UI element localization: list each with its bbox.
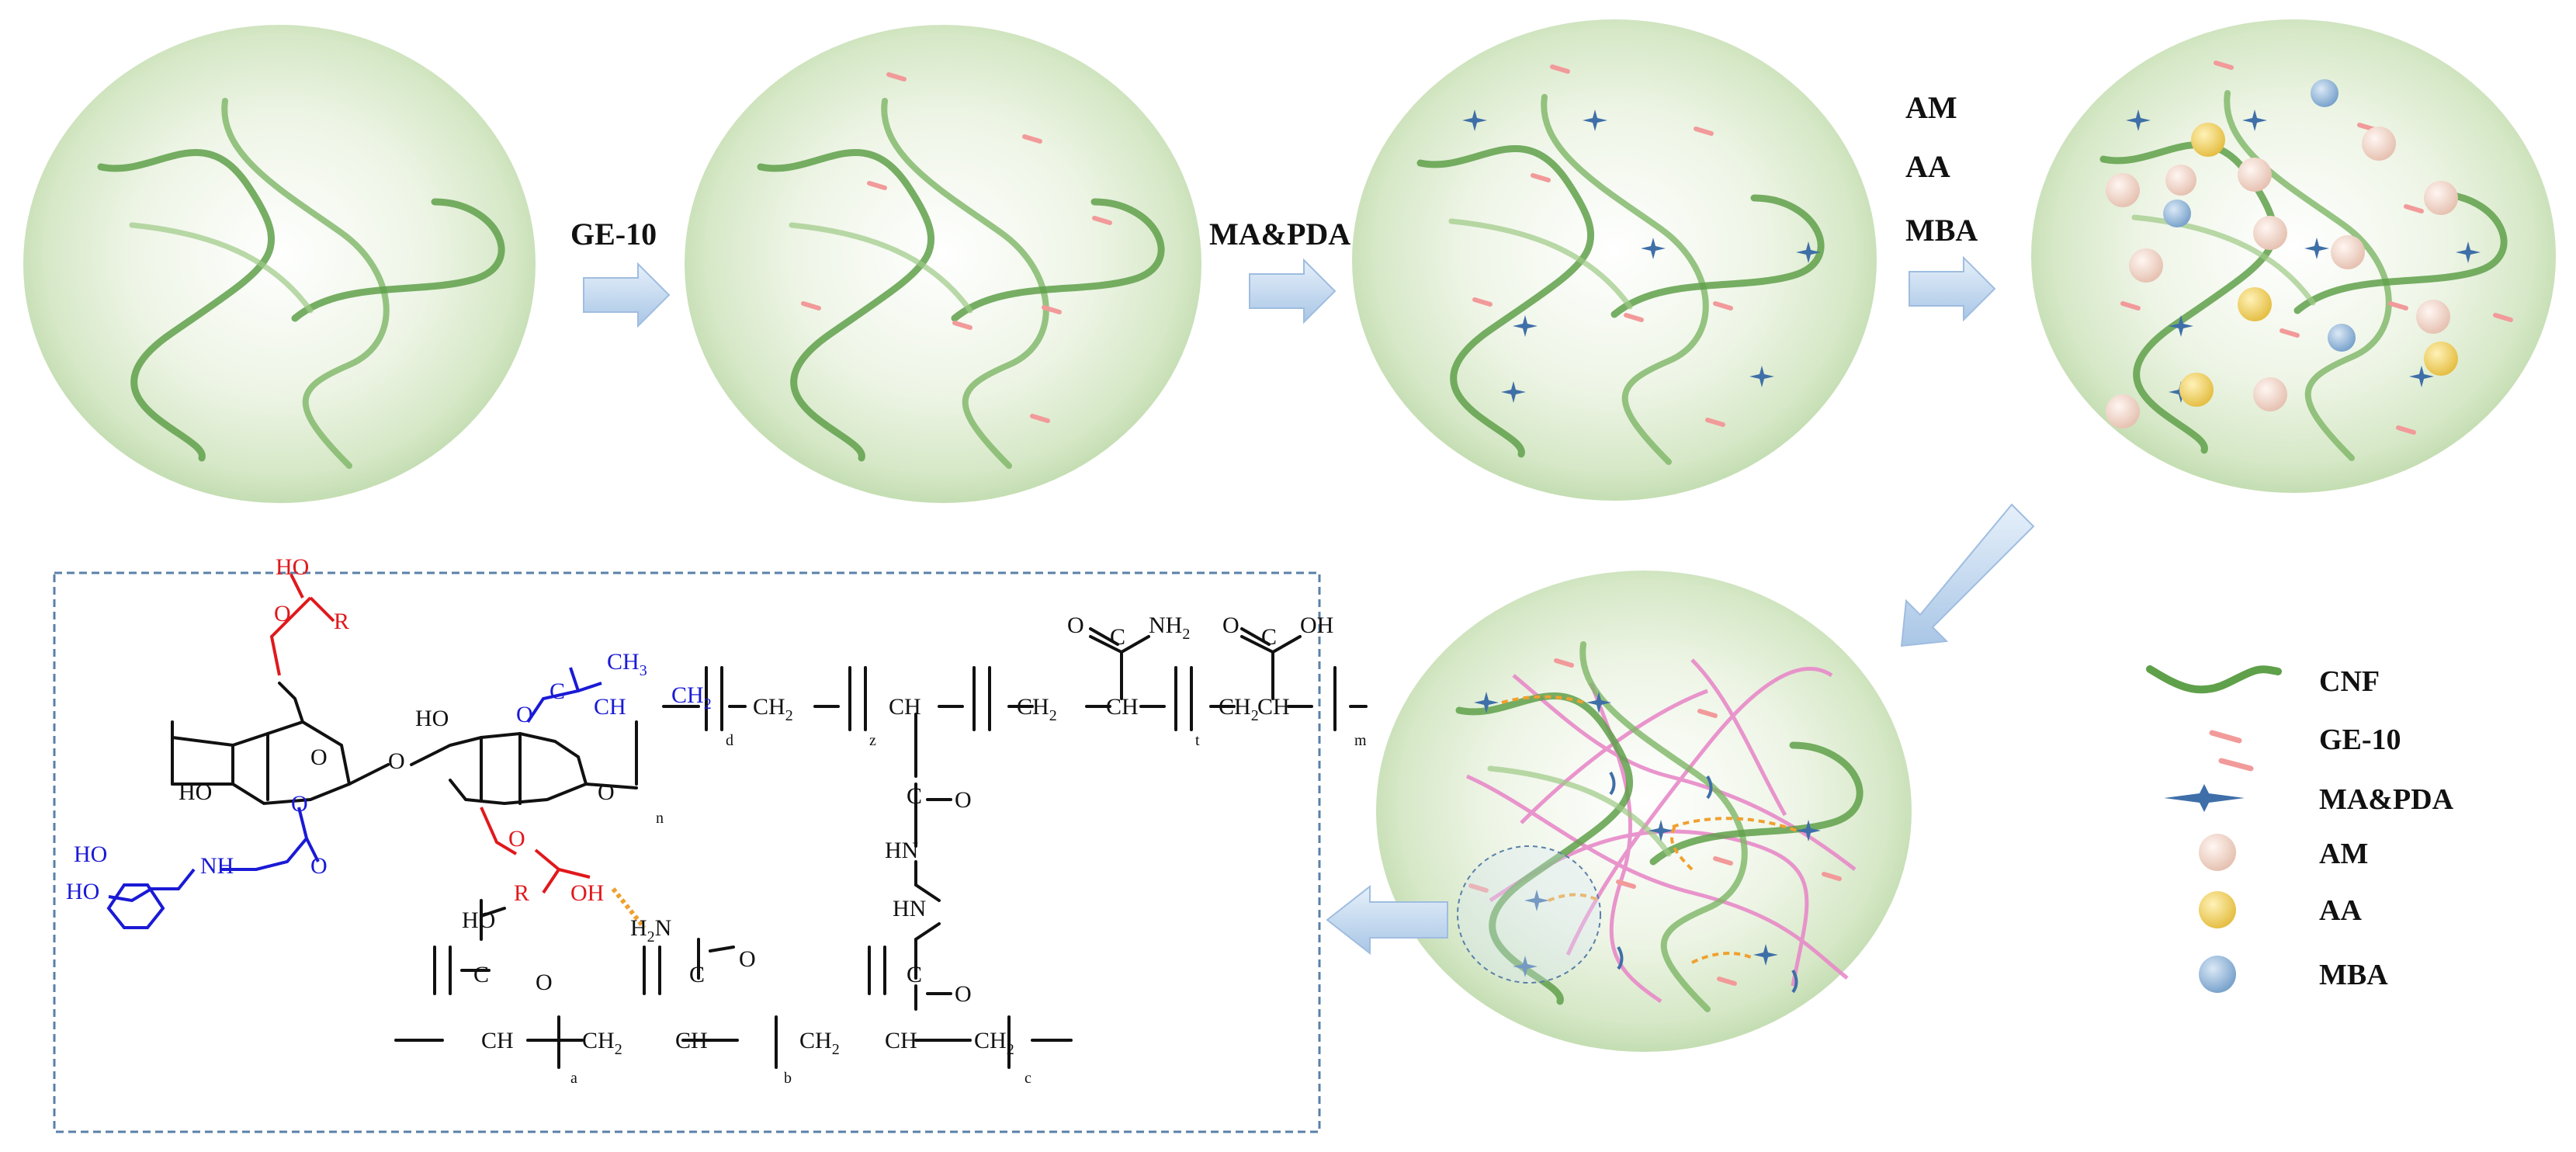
structure-c-bottom-mba: C <box>907 962 922 987</box>
structure-ch-a: CH <box>481 1028 514 1053</box>
structure-o-ring1: O <box>310 744 328 770</box>
structure-sub-a: a <box>570 1070 577 1087</box>
structure-ch2-m: CH2 <box>1219 694 1259 724</box>
structure-r-low: R <box>514 880 529 906</box>
structure-o-ring2: O <box>598 779 615 805</box>
hydrogen-bond <box>611 887 647 929</box>
structure-ch2-d: CH2 <box>671 682 712 713</box>
mba-particles <box>2163 79 2356 352</box>
aa-sphere-icon <box>2199 891 2236 928</box>
legend-label-aa: AA <box>2319 894 2362 927</box>
sphere-monomer-mix <box>2031 19 2556 493</box>
structure-ch-m: CH <box>1257 694 1290 720</box>
structure-ch2-t: CH2 <box>1017 694 1057 724</box>
structure-sub-b: b <box>784 1070 792 1087</box>
structure-c-bottom-acid: C <box>473 962 489 987</box>
step-label-am: AM <box>1905 90 1957 125</box>
chemical-structure: O HO R HO HO O O O n O C CH CH3 O O NH H… <box>66 554 1368 1087</box>
step-label-mapda: MA&PDA <box>1209 217 1350 252</box>
structure-ch-t: CH <box>1106 694 1139 720</box>
legend: CNF GE-10 MA&PDA AM AA MBA <box>2146 665 2454 993</box>
structure-c-bottom-amide: C <box>689 962 705 987</box>
structure-o-top: O <box>274 601 291 626</box>
structure-sub-m: m <box>1354 732 1367 749</box>
structure-o-bottom-acid: O <box>536 970 553 995</box>
structure-sub-z: z <box>869 732 876 749</box>
structure-nh-blue: NH <box>200 853 234 879</box>
structure-ch2-a: CH2 <box>582 1028 622 1058</box>
structure-o-mba: O <box>955 787 972 813</box>
structure-hn-mba-2: HN <box>893 896 926 921</box>
structure-o-amide-top: O <box>1067 612 1084 638</box>
structure-o-bottom-amide: O <box>739 946 756 972</box>
sphere-cnf-ge10 <box>685 25 1201 503</box>
legend-label-ge10: GE-10 <box>2319 723 2401 756</box>
structure-ho-top: HO <box>276 554 309 580</box>
structure-c-acid-top: C <box>1261 624 1277 650</box>
process-arrow-5 <box>1326 884 1448 956</box>
structure-ho-catechol-2: HO <box>66 879 99 904</box>
structure-o-blue: O <box>291 791 308 817</box>
sphere-cnf <box>23 25 536 503</box>
structure-ho-bottom: HO <box>462 907 495 933</box>
structure-o-red-low: O <box>508 826 525 852</box>
structure-h2n: H2N <box>630 915 671 946</box>
structure-ho-ring-left: HO <box>179 779 212 805</box>
structure-oh-red-low: OH <box>570 880 604 906</box>
structure-oh-acid-top: OH <box>1300 612 1333 638</box>
legend-label-mapda: MA&PDA <box>2319 783 2454 816</box>
am-particles <box>2106 127 2458 429</box>
legend-label-am: AM <box>2319 838 2368 870</box>
process-arrow-1 <box>583 262 671 328</box>
ge10-dash-icon <box>2209 730 2254 772</box>
step-label-ge10: GE-10 <box>570 217 657 252</box>
structure-sub-d: d <box>726 732 733 749</box>
structure-o-link: O <box>388 748 405 774</box>
step-label-mba: MBA <box>1905 213 1978 248</box>
structure-c-amide-top: C <box>1110 624 1125 650</box>
mapda-star-icon <box>2164 784 2245 812</box>
mba-sphere-icon <box>2199 956 2236 993</box>
structure-ch-ester: CH <box>594 694 626 720</box>
structure-ch2-b: CH2 <box>799 1028 840 1058</box>
structure-ho-ring: HO <box>415 706 449 731</box>
structure-ch2-c: CH2 <box>974 1028 1014 1058</box>
structure-sub-t: t <box>1195 732 1200 749</box>
sphere-hydrogel-network <box>1376 571 1912 1052</box>
process-arrow-3 <box>1909 255 1996 322</box>
process-arrow-4 <box>1900 503 2035 647</box>
chemical-structure-box <box>53 571 1321 1133</box>
structure-o-ester: O <box>516 702 533 727</box>
structure-c-ester: C <box>550 678 565 704</box>
structure-ch-z: CH <box>889 694 921 720</box>
structure-o-bottom-mba: O <box>955 981 972 1007</box>
cnf-fiber-icon <box>2146 665 2282 694</box>
structure-r-top: R <box>334 609 349 634</box>
structure-ch3: CH3 <box>607 649 647 679</box>
structure-sub-n: n <box>656 810 664 827</box>
structure-o-blue-2: O <box>310 853 328 879</box>
step-label-aa: AA <box>1905 149 1950 184</box>
structure-nh2-top: NH2 <box>1149 612 1190 643</box>
structure-ch-c: CH <box>885 1028 917 1053</box>
structure-sub-c: c <box>1025 1070 1031 1087</box>
structure-hn-mba: HN <box>885 838 918 863</box>
sphere-cnf-ge10-mapda <box>1352 19 1877 501</box>
structure-ch2-z: CH2 <box>753 694 793 724</box>
structure-ho-catechol-1: HO <box>74 841 107 867</box>
process-arrow-2 <box>1249 258 1337 324</box>
legend-label-cnf: CNF <box>2319 665 2380 698</box>
structure-c-mba: C <box>907 783 922 809</box>
aa-particles <box>2179 123 2458 407</box>
am-sphere-icon <box>2199 834 2236 871</box>
structure-ch-b: CH <box>675 1028 708 1053</box>
structure-o-acid-top: O <box>1222 612 1239 638</box>
legend-label-mba: MBA <box>2319 959 2388 991</box>
